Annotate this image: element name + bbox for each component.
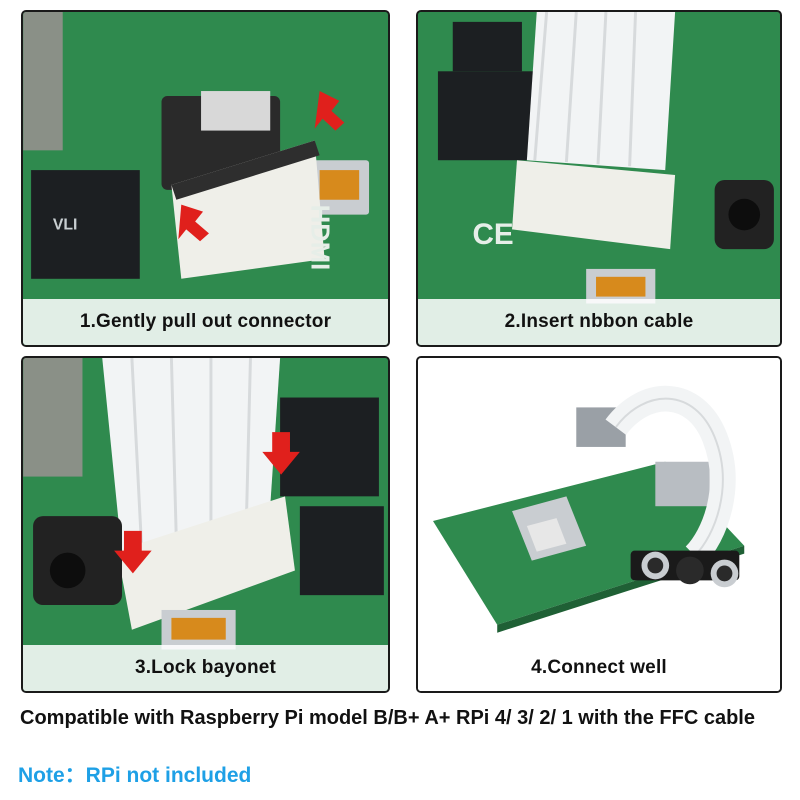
step-1-panel: VLI HDMI 1.Gently pull out connector	[21, 10, 390, 347]
red-arrow-3	[262, 432, 300, 475]
ce-marking: CE	[473, 218, 514, 251]
step-2-caption: 2.Insert nbbon cable	[504, 311, 694, 332]
red-arrow-2	[178, 204, 209, 242]
step-1-photo: VLI HDMI	[23, 12, 388, 345]
step-2-panel: CE 2.Insert nbbon cable	[416, 10, 782, 347]
step-1-caption: 1.Gently pull out connector	[79, 311, 332, 332]
step-3-photo	[23, 358, 388, 691]
step-4-photo	[418, 358, 780, 691]
compatibility-text: Compatible with Raspberry Pi model B/B+ …	[20, 707, 755, 729]
step-4-caption-bar: 4.Connect well	[418, 645, 780, 691]
step-3-panel: 3.Lock bayonet	[21, 356, 390, 693]
step-2-caption-bar: 2.Insert nbbon cable	[418, 299, 780, 345]
red-arrow-4	[114, 530, 152, 574]
chip-label: VLI	[53, 216, 78, 233]
step-2-photo: CE	[418, 12, 780, 345]
red-arrow-1	[314, 91, 345, 131]
step-3-caption-bar: 3.Lock bayonet	[23, 645, 388, 691]
step-1-caption-bar: 1.Gently pull out connector	[23, 299, 388, 345]
note-text: Note：RPi not included	[18, 764, 252, 787]
step-3-caption: 3.Lock bayonet	[134, 657, 277, 678]
hdmi-marking: HDMI	[306, 205, 334, 271]
step-4-panel: 4.Connect well	[416, 356, 782, 693]
step-4-caption: 4.Connect well	[531, 657, 667, 678]
